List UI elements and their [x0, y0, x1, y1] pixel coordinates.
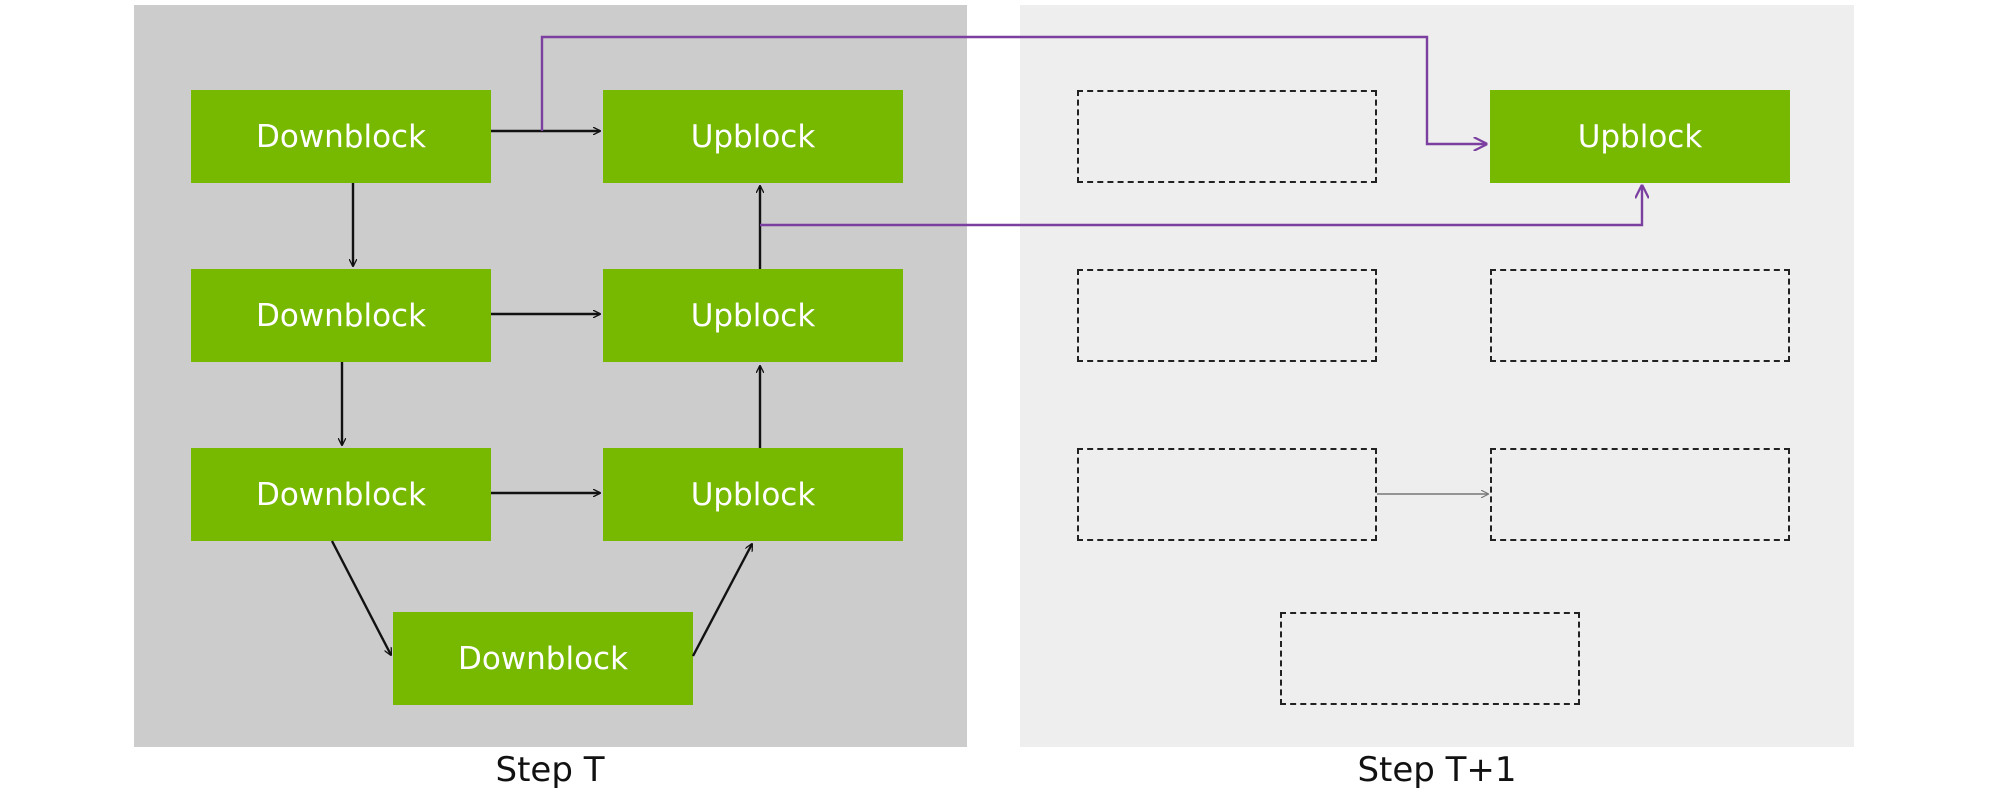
ghost-downblock-2 [1077, 269, 1377, 362]
ghost-upblock-2 [1490, 269, 1790, 362]
upblock-3: Upblock [603, 448, 903, 541]
downblock-2-label: Downblock [255, 297, 427, 334]
upblock-1: Upblock [603, 90, 903, 183]
ghost-downblock-3 [1077, 448, 1377, 541]
next-upblock-1-label: Upblock [1577, 118, 1703, 155]
upblock-2: Upblock [603, 269, 903, 362]
step-t-caption: Step T [495, 750, 605, 790]
downblock-1: Downblock [191, 90, 491, 183]
downblock-2: Downblock [191, 269, 491, 362]
ghost-downblock-4 [1280, 612, 1580, 705]
upblock-3-label: Upblock [690, 476, 816, 513]
downblock-3: Downblock [191, 448, 491, 541]
downblock-4-label: Downblock [457, 640, 629, 677]
downblock-4: Downblock [393, 612, 693, 705]
step-t1-caption: Step T+1 [1357, 750, 1517, 790]
upblock-2-label: Upblock [690, 297, 816, 334]
downblock-1-label: Downblock [255, 118, 427, 155]
ghost-upblock-3 [1490, 448, 1790, 541]
downblock-3-label: Downblock [255, 476, 427, 513]
ghost-downblock-1 [1077, 90, 1377, 183]
upblock-1-label: Upblock [690, 118, 816, 155]
next-upblock-1: Upblock [1490, 90, 1790, 183]
